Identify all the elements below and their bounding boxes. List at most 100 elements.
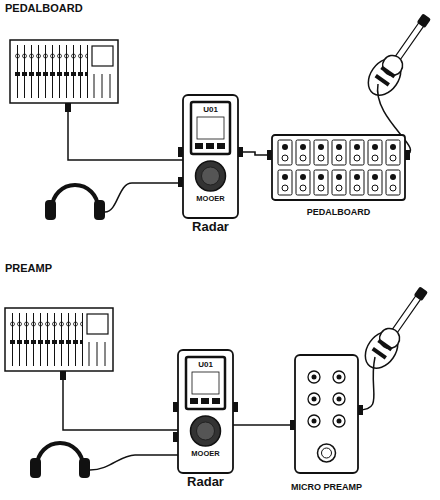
mini-knob	[300, 144, 306, 150]
mixer-fader	[105, 342, 106, 366]
mini-switch	[390, 185, 396, 191]
mini-pedal	[296, 170, 310, 195]
footswitch	[318, 444, 336, 462]
mini-knob	[372, 174, 378, 180]
mini-knob	[390, 144, 396, 150]
jack-plug	[60, 371, 66, 380]
mini-knob	[282, 144, 288, 150]
mixer-console	[5, 308, 113, 371]
pedal-unit: U01MOOERRadar	[178, 350, 233, 473]
mini-switch	[354, 185, 360, 191]
jack	[238, 147, 243, 157]
mixer-meter	[87, 314, 108, 334]
jack	[173, 432, 178, 442]
screen-button	[195, 143, 203, 149]
mini-knob	[372, 144, 378, 150]
pedal-body	[183, 95, 238, 218]
cable	[63, 371, 178, 430]
mixer-fader	[89, 342, 90, 366]
device-label: MICRO PREAMP	[291, 483, 362, 493]
mini-pedal	[296, 140, 310, 165]
section-title: PREAMP	[5, 262, 52, 274]
preamp-knob	[333, 393, 345, 405]
jack	[290, 420, 295, 430]
mini-pedal	[368, 170, 382, 195]
display-window	[192, 372, 219, 394]
mixer-console	[10, 40, 118, 103]
preamp-knob	[333, 415, 345, 427]
ear-cup	[45, 200, 56, 220]
pickup	[380, 66, 395, 78]
knob	[191, 416, 221, 446]
section-title: PEDALBOARD	[5, 2, 83, 14]
pedalboard-unit: PEDALBOARD	[272, 135, 405, 200]
cable	[105, 183, 183, 212]
board-body	[272, 135, 405, 200]
guitar-head	[417, 13, 432, 28]
mini-switch	[300, 185, 306, 191]
mini-pedal	[350, 170, 364, 195]
screen-button	[206, 143, 214, 149]
mini-switch	[282, 185, 288, 191]
guitar-body	[376, 325, 404, 353]
display-window	[197, 117, 224, 139]
mini-knob	[318, 174, 324, 180]
mini-knob	[354, 174, 360, 180]
mini-switch	[336, 185, 342, 191]
jack	[358, 405, 363, 415]
jack	[267, 150, 272, 160]
guitar-body	[362, 53, 408, 102]
knob-dot	[337, 375, 342, 380]
guitar	[359, 281, 436, 374]
pickup	[372, 347, 387, 359]
mini-knob	[390, 174, 396, 180]
mixer-body	[5, 308, 113, 371]
headband	[52, 185, 98, 208]
knob-dot	[312, 375, 317, 380]
screen-button	[190, 398, 198, 404]
cable	[90, 455, 178, 470]
mini-pedal	[386, 140, 400, 165]
pickup	[375, 74, 390, 86]
preamp-knob	[308, 415, 320, 427]
brand-text: MOOER	[191, 450, 219, 458]
mixer-fader	[97, 342, 98, 366]
jack-plug	[65, 103, 71, 112]
mixer-faders	[9, 313, 83, 366]
mixer-fader	[94, 74, 95, 98]
mixer-meter	[92, 46, 113, 66]
mini-switch	[318, 185, 324, 191]
cable	[358, 357, 375, 410]
knob-dot	[337, 397, 342, 402]
screen-button	[217, 143, 225, 149]
device-label: PEDALBOARD	[307, 208, 371, 218]
display-text: U01	[203, 106, 218, 115]
mini-switch	[282, 155, 288, 161]
ear-cup	[30, 458, 41, 478]
pedal-unit: U01MOOERRadar	[183, 95, 238, 218]
ear-cup	[94, 200, 105, 220]
mini-knob	[336, 174, 342, 180]
jack	[178, 147, 183, 157]
knob-dot	[312, 419, 317, 424]
headphones	[30, 443, 90, 478]
preamp-unit: MICRO PREAMP	[295, 355, 358, 473]
screen-button	[212, 398, 220, 404]
mini-switch	[372, 155, 378, 161]
device-outline	[272, 135, 405, 200]
headband	[37, 443, 83, 466]
knob-dot	[337, 419, 342, 424]
signal-cable	[233, 424, 295, 426]
mini-pedal	[314, 140, 328, 165]
guitar-head	[414, 286, 429, 301]
mini-pedal	[314, 170, 328, 195]
display-screen	[186, 357, 225, 409]
headphones	[45, 185, 105, 220]
brand-text: MOOER	[196, 195, 224, 203]
display-text: U01	[198, 361, 213, 370]
knob-cap	[197, 422, 215, 440]
preamp-body	[295, 355, 358, 473]
mixer-fader	[102, 74, 103, 98]
mini-knob	[354, 144, 360, 150]
cable	[68, 103, 183, 160]
